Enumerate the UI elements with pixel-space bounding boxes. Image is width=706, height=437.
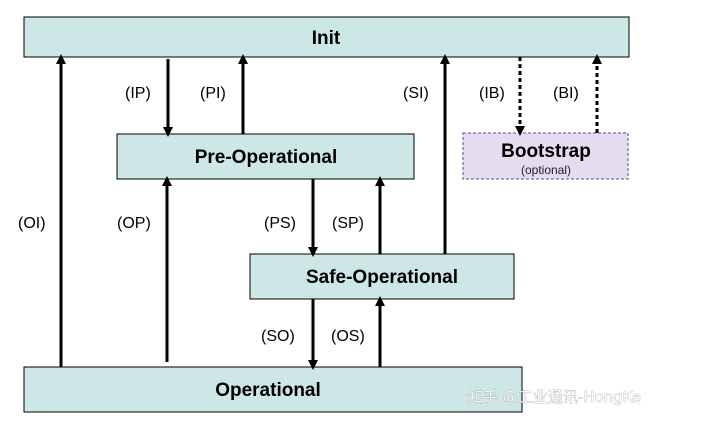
label-ps: (PS) (264, 215, 296, 232)
state-bootstrap-label: Bootstrap (501, 141, 591, 162)
state-operational: Operational (23, 366, 523, 413)
label-bi: (BI) (553, 85, 579, 102)
state-init-label: Init (312, 28, 341, 49)
state-operational-label: Operational (215, 380, 321, 401)
label-si: (SI) (403, 85, 429, 102)
label-op: (OP) (117, 215, 151, 232)
label-sp: (SP) (332, 215, 364, 232)
state-safe-operational-label: Safe-Operational (306, 267, 458, 288)
state-bootstrap-note: (optional) (521, 163, 571, 177)
state-init: Init (23, 16, 630, 58)
state-bootstrap: Bootstrap (optional) (462, 132, 629, 180)
state-pre-operational: Pre-Operational (116, 133, 415, 180)
label-so: (SO) (261, 328, 295, 345)
label-os: (OS) (331, 328, 365, 345)
watermark-text: 知乎 @工业通讯-HongKe (468, 388, 641, 406)
label-ip: (IP) (125, 85, 151, 102)
state-pre-operational-label: Pre-Operational (195, 147, 338, 168)
label-pi: (PI) (200, 85, 226, 102)
label-oi: (OI) (18, 215, 46, 232)
label-ib: (IB) (479, 85, 505, 102)
state-safe-operational: Safe-Operational (249, 253, 515, 300)
